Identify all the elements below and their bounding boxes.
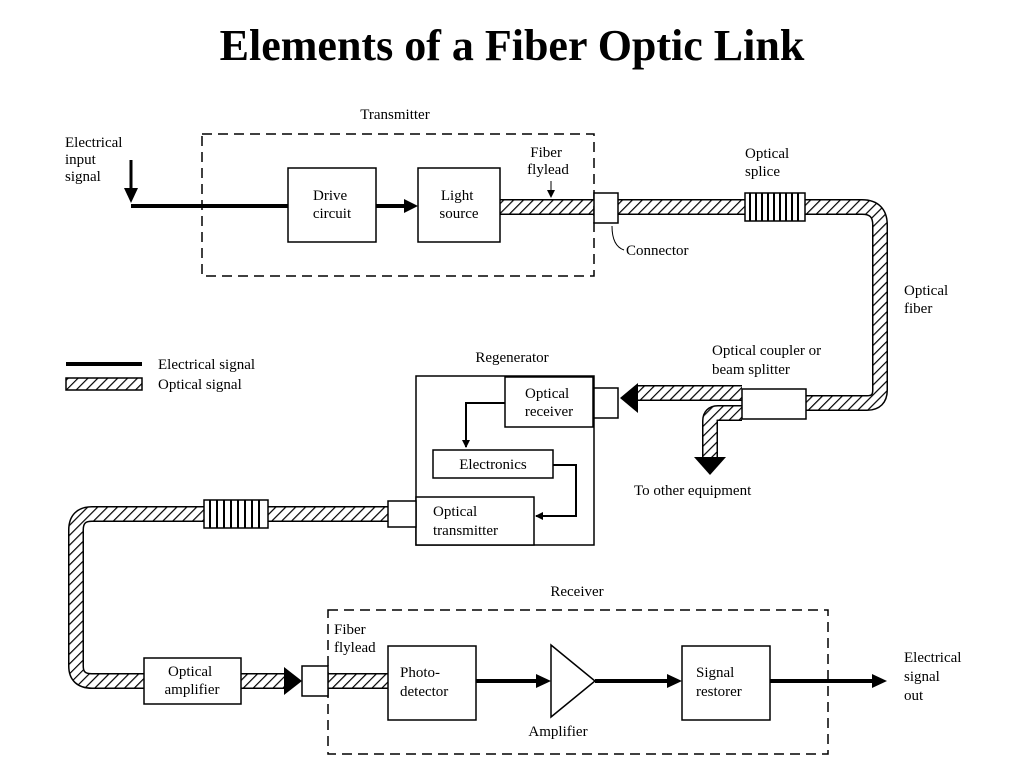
light-source-box: [417, 167, 501, 243]
legend-electrical-label: Electrical signal: [158, 357, 255, 373]
receiver-label: Receiver: [550, 584, 603, 600]
signal-restorer-box: [681, 645, 771, 721]
to-other-equipment-label: To other equipment: [634, 483, 752, 499]
photodetector-box: [387, 645, 477, 721]
connector-top: [593, 192, 619, 224]
coupler-label: Optical coupler or beam splitter: [712, 343, 825, 378]
transmitter-label: Transmitter: [360, 107, 429, 123]
receiver-fiber-flylead-label: Fiber flylead: [334, 622, 376, 656]
optical-fiber-label: Optical fiber: [904, 283, 952, 317]
regenerator-rx-connector: [593, 387, 619, 419]
amplifier-label: Amplifier: [528, 724, 587, 740]
legend-optical-label: Optical signal: [158, 377, 242, 393]
optical-splice-left: [203, 499, 269, 529]
signal-restorer-label: Signal restorer: [696, 665, 742, 700]
optical-amplifier-label: Optical amplifier: [165, 664, 220, 698]
optical-transmitter-label: Optical transmitter: [433, 504, 498, 539]
drive-circuit-label: Drive circuit: [313, 188, 352, 222]
page-title: Elements of a Fiber Optic Link: [219, 21, 805, 70]
input-label: Electrical input signal: [65, 135, 126, 185]
output-label: Electrical signal out: [904, 650, 965, 704]
optical-receiver-box: [504, 376, 594, 428]
photodetector-label: Photo- detector: [400, 665, 448, 700]
optical-coupler: [741, 388, 807, 420]
regenerator-label: Regenerator: [475, 350, 548, 366]
amplifier-symbol: [550, 643, 597, 719]
connector-label: Connector: [626, 243, 688, 259]
optical-receiver-label: Optical receiver: [525, 386, 573, 420]
regenerator-tx-connector: [387, 500, 417, 528]
receiver-connector: [301, 665, 329, 697]
electronics-label: Electronics: [459, 457, 527, 473]
optical-amplifier-box: [143, 657, 242, 705]
optical-splice: [744, 192, 806, 222]
optical-fiber-paths: [68, 199, 888, 689]
legend: Electrical signal Optical signal: [65, 357, 255, 393]
optical-splice-label: Optical splice: [745, 146, 793, 180]
light-source-label: Light source: [439, 188, 478, 222]
legend-optical-swatch: [65, 377, 143, 391]
fiber-flylead-top-label: Fiber flylead: [527, 145, 569, 178]
drive-circuit-box: [287, 167, 377, 243]
